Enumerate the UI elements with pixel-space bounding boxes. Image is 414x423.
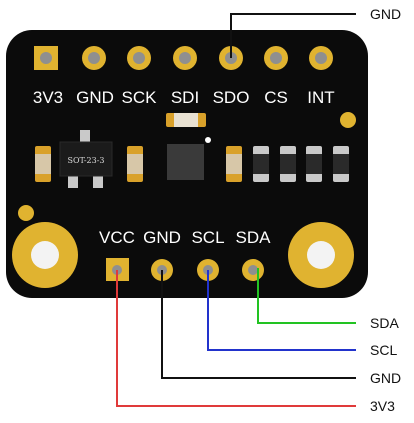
wire-label-scl: SCL xyxy=(370,342,397,358)
right-resistor-4 xyxy=(333,146,349,182)
pin-hole-3v3 xyxy=(40,52,52,64)
mounting-hole-right xyxy=(288,222,354,288)
top-pin-label-sdi: SDI xyxy=(171,88,199,107)
voltage-regulator: SOT-23-3 xyxy=(59,130,113,188)
top-pin-label-gnd: GND xyxy=(76,88,114,107)
wire-gnd-bottom xyxy=(161,270,356,379)
top-pin-label-3v3: 3V3 xyxy=(33,88,63,107)
top-pin-label-int: INT xyxy=(307,88,334,107)
bottom-pin-label-scl: SCL xyxy=(191,228,224,247)
right-resistor-3 xyxy=(306,146,322,182)
regulator-marking: SOT-23-3 xyxy=(67,156,104,165)
sensor-chip xyxy=(167,144,204,180)
wire-scl xyxy=(207,270,356,351)
right-resistor-2 xyxy=(280,146,296,182)
pin1-marker-dot xyxy=(205,137,211,143)
wire-vcc xyxy=(116,270,356,407)
via-pad-right xyxy=(340,112,356,128)
left-capacitor-1 xyxy=(35,146,51,182)
via-pad-left xyxy=(18,205,34,221)
right-capacitor xyxy=(226,146,242,182)
bottom-pin-labels: VCC GND SCL SDA xyxy=(99,228,271,247)
wire-label-gnd-bottom: GND xyxy=(370,370,401,386)
wire-labels: GND SDA SCL GND 3V3 xyxy=(370,6,401,414)
bottom-pin-label-vcc: VCC xyxy=(99,228,135,247)
top-pin-label-sck: SCK xyxy=(122,88,158,107)
top-pin-label-cs: CS xyxy=(264,88,288,107)
wire-label-3v3: 3V3 xyxy=(370,398,395,414)
wire-gnd-top xyxy=(230,13,356,58)
mounting-hole-left xyxy=(12,222,78,288)
top-header-pins xyxy=(34,46,333,70)
resistor-top xyxy=(166,113,206,127)
wires xyxy=(116,13,356,407)
bottom-pin-label-sda: SDA xyxy=(236,228,272,247)
wire-label-sda: SDA xyxy=(370,315,399,331)
left-capacitor-2 xyxy=(127,146,143,182)
top-pin-label-sdo: SDO xyxy=(213,88,250,107)
right-resistor-1 xyxy=(253,146,269,182)
wire-sda xyxy=(257,268,356,324)
bottom-pin-label-gnd: GND xyxy=(143,228,181,247)
wire-label-gnd-top: GND xyxy=(370,6,401,22)
top-pin-labels: 3V3 GND SCK SDI SDO CS INT xyxy=(33,88,335,107)
